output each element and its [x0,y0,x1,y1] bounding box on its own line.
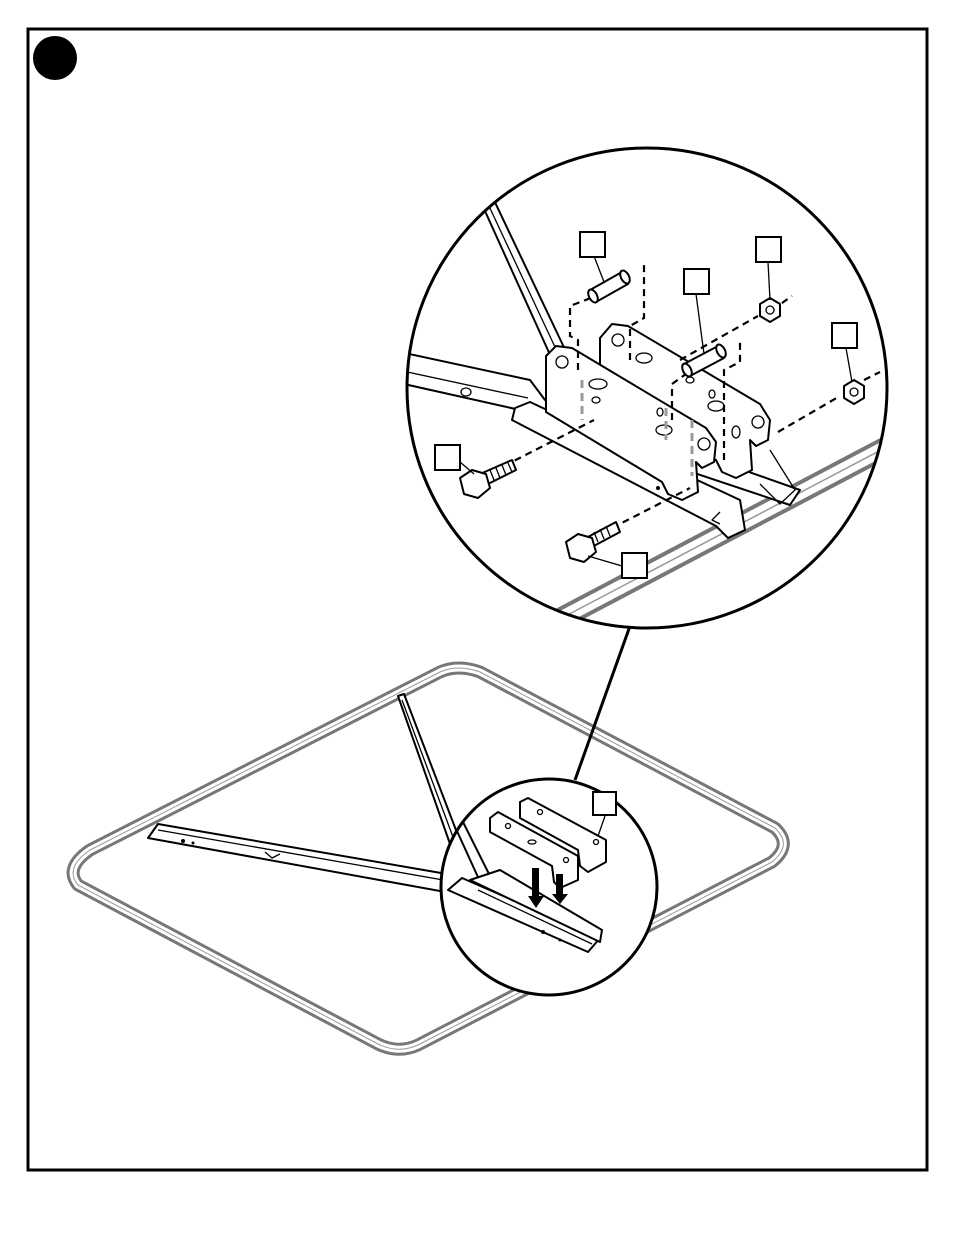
square-frame [73,668,783,1049]
hex-nut-top [760,298,780,322]
step-number-marker [33,36,77,80]
detail-connector-line [575,626,630,780]
small-detail-view [441,779,657,995]
hex-nut-right [844,380,864,404]
cross-rail-long [148,824,470,895]
